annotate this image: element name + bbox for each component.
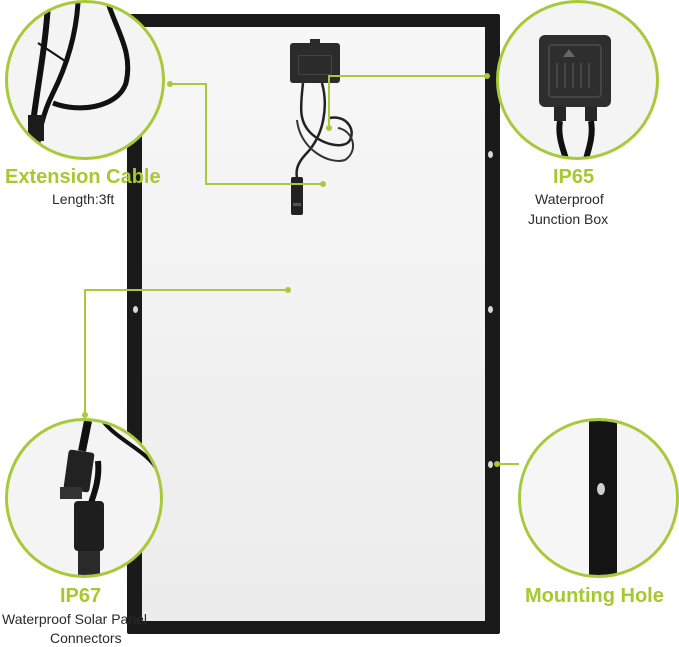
panel-hole-right-mid bbox=[488, 306, 493, 313]
extension-cable-icon bbox=[27, 3, 131, 157]
panel-hole-right-top bbox=[488, 151, 493, 158]
junction-box-zoom bbox=[496, 0, 659, 160]
mounting-hole-title: Mounting Hole bbox=[525, 585, 664, 607]
extension-cable-zoom bbox=[5, 0, 165, 160]
junction-box-icon bbox=[539, 35, 611, 157]
ip67-sub-line2: Connectors bbox=[50, 630, 122, 646]
callout-dot-connectors bbox=[285, 287, 291, 293]
solar-panel bbox=[127, 14, 500, 634]
panel-hole-left-mid bbox=[133, 306, 138, 313]
callout-dot-cable-end bbox=[320, 181, 326, 187]
mounting-hole-icon bbox=[597, 483, 605, 495]
callout-dot-connectors-end bbox=[82, 412, 88, 418]
connectors-zoom bbox=[5, 418, 163, 578]
panel-connector bbox=[291, 177, 303, 215]
ip67-sub-line1: Waterproof Solar Panel bbox=[2, 611, 147, 627]
panel-backsheet bbox=[142, 27, 485, 621]
mounting-hole-zoom bbox=[518, 418, 679, 578]
callout-dot-jbox bbox=[326, 125, 332, 131]
callout-dot-jbox-end bbox=[484, 73, 490, 79]
panel-hole-right-bottom bbox=[488, 461, 493, 468]
ip65-sub-line2: Junction Box bbox=[528, 211, 609, 227]
extension-cable-length: Length:3ft bbox=[52, 191, 115, 207]
frame-edge bbox=[589, 421, 617, 575]
extension-cable-title: Extension Cable bbox=[5, 166, 161, 188]
connector-icon bbox=[60, 421, 160, 575]
ip65-sub-line1: Waterproof bbox=[535, 191, 604, 207]
ip65-title: IP65 bbox=[553, 166, 595, 188]
ip67-title: IP67 bbox=[60, 585, 102, 607]
